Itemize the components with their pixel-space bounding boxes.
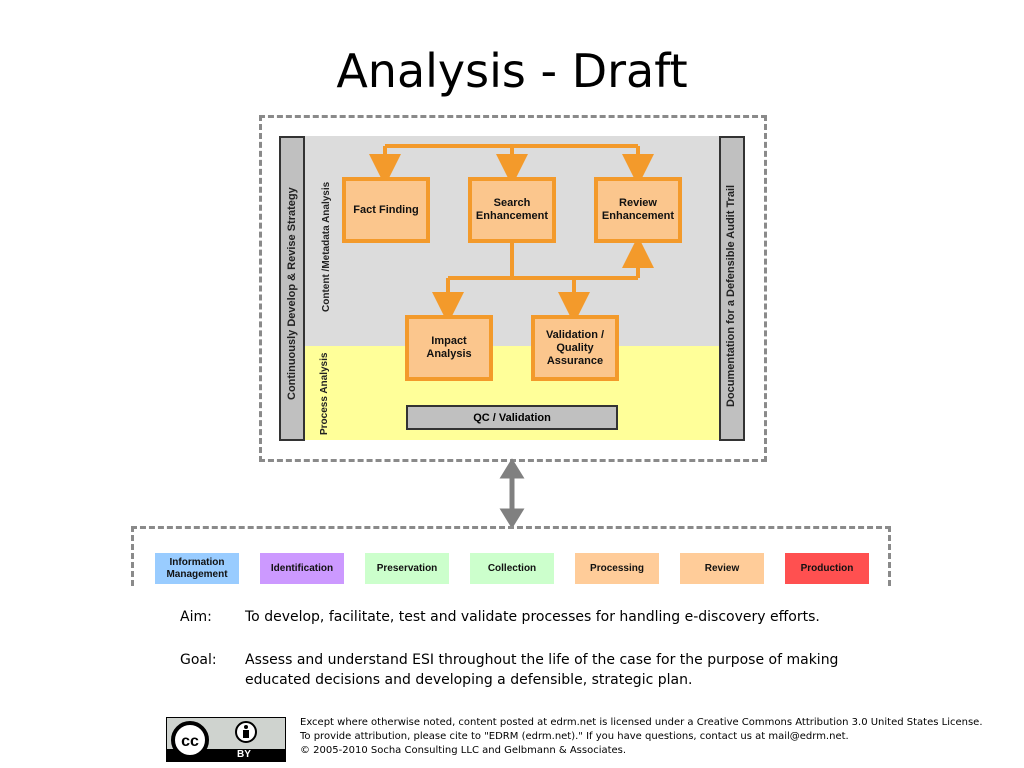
- license-line1: Except where otherwise noted, content po…: [300, 717, 983, 728]
- cc-by-label: BY: [237, 749, 251, 760]
- stage-production: Production: [785, 553, 869, 584]
- svg-text:cc: cc: [181, 733, 199, 750]
- qc-validation-bar: QC / Validation: [406, 405, 618, 430]
- license-line2: To provide attribution, please cite to "…: [300, 731, 849, 742]
- page-title: Analysis - Draft: [336, 44, 688, 98]
- license-line3: © 2005-2010 Socha Consulting LLC and Gel…: [300, 745, 627, 756]
- goal-text-line2: educated decisions and developing a defe…: [245, 672, 693, 688]
- aim-label: Aim:: [180, 609, 212, 625]
- stage-review: Review: [680, 553, 764, 584]
- left-strategy-bar: [279, 136, 305, 441]
- edrm-frame: [131, 526, 891, 586]
- goal-label: Goal:: [180, 652, 217, 668]
- validation-qa-box: Validation / Quality Assurance: [531, 315, 619, 381]
- goal-text-line1: Assess and understand ESI throughout the…: [245, 652, 839, 668]
- search-enhancement-box: Search Enhancement: [468, 177, 556, 243]
- review-enhancement-box: Review Enhancement: [594, 177, 682, 243]
- impact-analysis-box: Impact Analysis: [405, 315, 493, 381]
- fact-finding-box: Fact Finding: [342, 177, 430, 243]
- stage-processing: Processing: [575, 553, 659, 584]
- stage-preservation: Preservation: [365, 553, 449, 584]
- stage-identification: Identification: [260, 553, 344, 584]
- license-text: Except where otherwise noted, content po…: [300, 716, 1000, 758]
- stage-collection: Collection: [470, 553, 554, 584]
- right-audit-bar: [719, 136, 745, 441]
- stage-information-management: Information Management: [155, 553, 239, 584]
- cc-license-badge: cc BY: [166, 717, 286, 762]
- aim-text: To develop, facilitate, test and validat…: [245, 609, 820, 625]
